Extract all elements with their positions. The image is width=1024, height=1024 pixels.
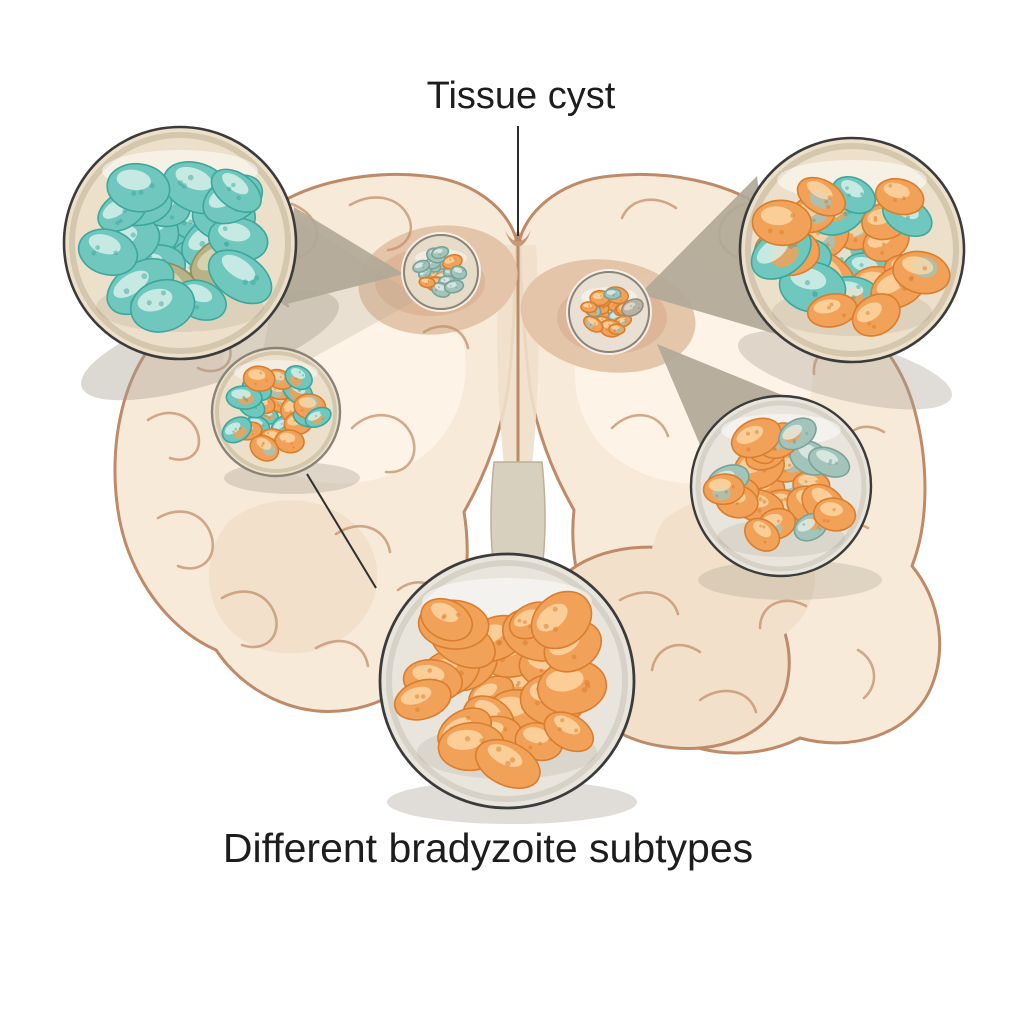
bradyzoite-cell (583, 315, 604, 333)
bradyzoite-cells (77, 161, 273, 333)
bradyzoite-cell (892, 250, 951, 295)
plate-shadow-right (698, 560, 882, 600)
bradyzoite-cells (221, 365, 332, 462)
inset-plate-teal (62, 125, 298, 361)
bradyzoite-cell (851, 293, 901, 337)
bradyzoite-cell (812, 497, 857, 532)
bradyzoite-cell (543, 711, 595, 753)
inset-plate-mixed (738, 136, 966, 364)
bradyzoite-cell (130, 278, 196, 333)
bradyzoite-cell (614, 314, 633, 328)
bradyzoite-cells (393, 590, 608, 789)
bradyzoite-cell (608, 323, 626, 336)
bradyzoite-cell (702, 473, 746, 506)
bradyzoite-cell (806, 293, 858, 328)
bradyzoite-cell (450, 265, 468, 280)
bradyzoite-cell (420, 597, 473, 642)
bradyzoite-cell (304, 406, 332, 429)
bradyzoite-cell (730, 417, 782, 459)
bradyzoite-cell (621, 298, 644, 317)
bradyzoite-cell (249, 434, 280, 462)
bradyzoite-cells (412, 246, 468, 298)
bradyzoite-cell (536, 659, 608, 715)
inset-plate-teal-orange-small (210, 346, 342, 478)
subtype-leader-line (306, 473, 377, 589)
bradyzoite-cell (530, 590, 593, 650)
wedge-left-cyst-to-plate (283, 207, 404, 305)
bradyzoite-cell (807, 446, 851, 478)
inset-plate-orange-mixed (689, 394, 873, 578)
embedded-cyst-left (401, 232, 481, 312)
bradyzoite-cell (603, 287, 622, 301)
bradyzoite-cell (274, 429, 305, 454)
bradyzoite-cell (430, 246, 450, 260)
bradyzoite-cell (474, 738, 541, 789)
bradyzoite-cell (751, 199, 813, 247)
bradyzoite-cell (242, 365, 276, 392)
wedge-right-cyst-to-right-plate (657, 344, 794, 452)
bradyzoite-cell (106, 162, 171, 213)
tissue-cyst-label: Tissue cyst (427, 75, 616, 117)
bradyzoite-cell (77, 228, 139, 277)
bradyzoite-cell (418, 276, 436, 289)
bradyzoite-cell (874, 177, 925, 216)
bradyzoite-cell (443, 279, 465, 294)
bradyzoite-cell (744, 517, 781, 552)
wedge-right-cyst-to-top-plate (640, 176, 776, 334)
bradyzoite-cells (580, 286, 644, 338)
bradyzoite-cell (580, 301, 598, 314)
bradyzoite-cell (284, 365, 313, 391)
bradyzoite-cell (207, 249, 273, 305)
bradyzoite-cell (221, 416, 253, 444)
bradyzoite-cell (778, 417, 817, 451)
bradyzoite-cells (702, 417, 857, 552)
bradyzoite-subtypes-label: Different bradyzoite subtypes (223, 825, 753, 871)
inset-plate-orange (378, 552, 636, 810)
bradyzoite-cell (796, 176, 846, 217)
plate-shadow-top-right (738, 330, 952, 410)
bradyzoite-cells (750, 175, 951, 337)
bradyzoite-cell (393, 678, 452, 721)
midline-notch (505, 230, 531, 247)
embedded-cyst-right (566, 269, 652, 355)
bradyzoite-cell (412, 259, 431, 274)
bradyzoite-cell (225, 385, 263, 410)
wedge-left-soft (255, 215, 420, 390)
bradyzoite-cell (210, 168, 262, 214)
